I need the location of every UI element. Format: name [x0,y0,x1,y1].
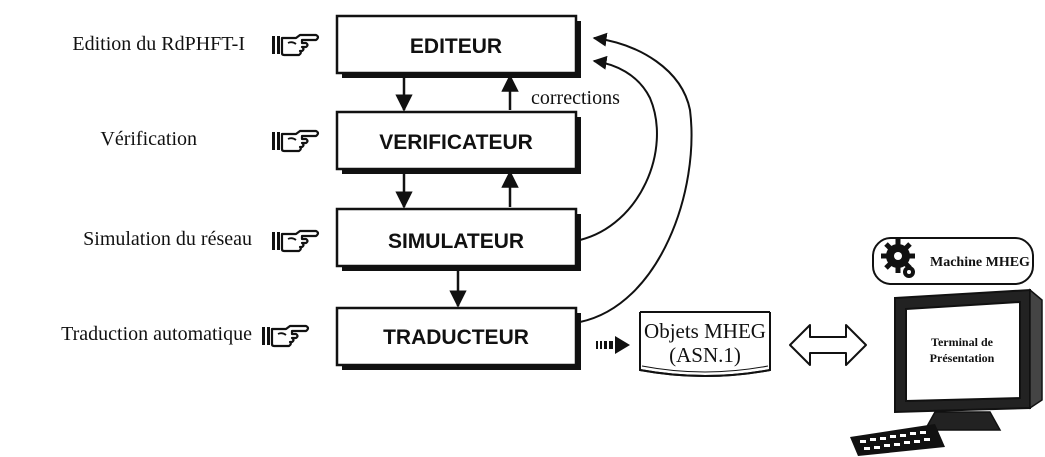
mheg-objects-store: Objets MHEG (ASN.1) [639,311,771,377]
double-arrow-icon [789,324,867,366]
box-verificateur: VERIFICATEUR [335,110,581,174]
box-simulateur: SIMULATEUR [335,207,581,271]
keyboard-icon [850,424,945,456]
machine-mheg: Machine MHEG [872,237,1034,285]
stage-label-verification: Vérification [100,128,197,150]
mheg-objects-line1: Objets MHEG [644,319,766,343]
stage-label-simulation: Simulation du réseau [83,228,252,250]
curve-simulateur-to-editeur [579,55,658,241]
box-label-verificateur: VERIFICATEUR [379,131,533,154]
pointing-hand-icon [270,129,320,153]
stage-label-traduction: Traduction automatique [61,323,252,345]
mheg-objects-line2: (ASN.1) [669,343,741,367]
box-editeur: EDITEUR [335,14,581,78]
output-arrow [596,336,630,354]
computer-terminal-icon: Terminal de Présentation [894,288,1043,431]
pointing-hand-icon [270,229,320,253]
box-traducteur: TRADUCTEUR [335,306,581,370]
terminal-label-line2: Présentation [930,351,995,365]
flow-arrows [395,74,519,308]
box-label-traducteur: TRADUCTEUR [383,326,529,349]
pointing-hand-icon [270,33,320,57]
pointing-hand-icon [260,324,310,348]
feedback-curves [579,32,693,323]
terminal-label-line1: Terminal de [931,335,994,349]
machine-mheg-label: Machine MHEG [930,255,1030,270]
gear-icon [881,239,915,278]
corrections-label: corrections [531,87,620,109]
stage-label-edition: Edition du RdPHFT-I [72,33,245,55]
box-label-simulateur: SIMULATEUR [388,230,524,253]
curve-traducteur-to-editeur [579,32,693,323]
box-label-editeur: EDITEUR [410,35,502,58]
